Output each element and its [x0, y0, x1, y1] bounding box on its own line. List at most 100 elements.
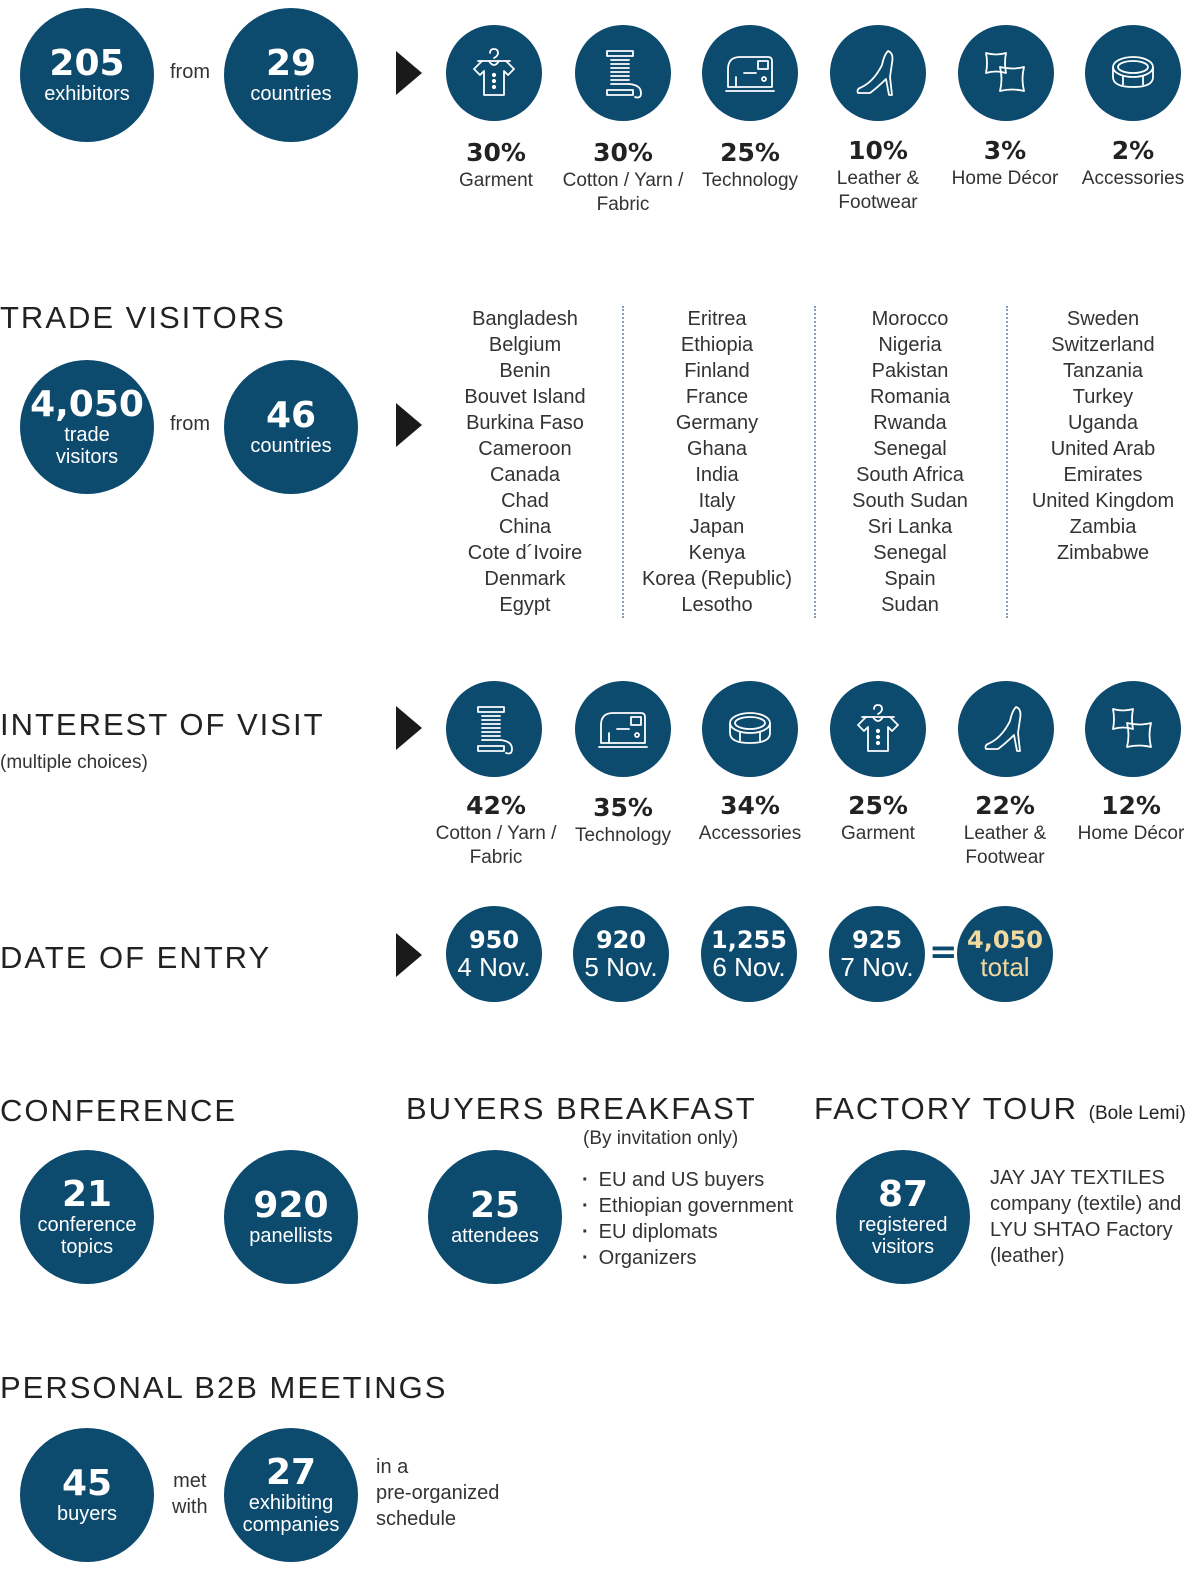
- trade-visitors-circle: 4,050 trade visitors: [20, 360, 154, 494]
- entry-total-label: total: [980, 951, 1030, 982]
- country-name: Cote d´Ivoire: [467, 542, 583, 564]
- country-name: Chad: [501, 490, 549, 512]
- country-name: Senegal: [873, 438, 947, 460]
- factory-tour-heading: FACTORY TOUR (Bole Lemi): [814, 1091, 1186, 1127]
- country-name: Uganda: [1067, 412, 1139, 434]
- factory-tour-description: JAY JAY TEXTILES company (textile) and L…: [990, 1165, 1181, 1269]
- interest-item: 34% Accessories: [685, 791, 815, 846]
- factory-visitors-circle: 87 registered visitors: [836, 1150, 970, 1284]
- b2b-buyers-count: 45: [61, 1463, 113, 1505]
- entry-date: 4 Nov.: [457, 951, 531, 982]
- country-name: Bouvet Island: [464, 386, 586, 408]
- country-name: Finland: [684, 360, 750, 382]
- arrow-right-icon: [396, 403, 422, 447]
- yarn-spool-icon: [446, 681, 542, 777]
- interest-percent: 42%: [466, 791, 526, 820]
- country-name: South Sudan: [852, 490, 968, 512]
- high-heel-icon: [830, 25, 926, 121]
- yarn-spool-icon: [575, 25, 671, 121]
- exhibitors-label: exhibitors: [44, 82, 130, 105]
- arrow-right-icon: [396, 51, 422, 95]
- connector-word: with: [172, 1496, 208, 1518]
- interest-percent: 22%: [975, 791, 1035, 820]
- entry-count: 925: [851, 925, 903, 954]
- country-column: Morocco Nigeria Pakistan Romania Rwanda …: [815, 306, 1005, 618]
- description-line: (leather): [990, 1245, 1065, 1267]
- country-name: Kenya: [688, 542, 746, 564]
- country-name: Zambia: [1069, 516, 1137, 538]
- trade-visitors-connector: from: [170, 413, 210, 435]
- interest-percent: 34%: [720, 791, 780, 820]
- country-column: Bangladesh Belgium Benin Bouvet Island B…: [430, 306, 620, 618]
- country-name: Pakistan: [871, 360, 949, 382]
- country-name: Zimbabwe: [1056, 542, 1150, 564]
- country-name: France: [685, 386, 749, 408]
- b2b-companies-label: companies: [242, 1513, 340, 1536]
- interest-item: 22% Leather & Footwear: [940, 791, 1070, 870]
- country-name: Benin: [499, 360, 551, 382]
- country-name: Sudan: [881, 594, 939, 616]
- country-name: Denmark: [484, 568, 566, 590]
- country-name: South Africa: [856, 464, 964, 486]
- visitor-countries-label: countries: [250, 434, 332, 457]
- interest-percent: 25%: [848, 791, 908, 820]
- panellists-label: panellists: [249, 1224, 333, 1247]
- entry-day-circle: 925 7 Nov.: [829, 906, 925, 1002]
- country-name: Senegal: [873, 542, 947, 564]
- bracelet-icon: [702, 681, 798, 777]
- buyers-breakfast-note: (By invitation only): [583, 1128, 739, 1149]
- trade-visitors-label: trade: [64, 423, 110, 446]
- country-name: Turkey: [1072, 386, 1134, 408]
- column-divider: [814, 306, 816, 618]
- country-name: Japan: [689, 516, 745, 538]
- b2b-connector: met with: [172, 1468, 208, 1520]
- entry-day-circle: 920 5 Nov.: [573, 906, 669, 1002]
- country-name: Ethiopia: [680, 334, 754, 356]
- country-name: Morocco: [871, 308, 949, 330]
- factory-visitors-count: 87: [877, 1174, 929, 1216]
- list-item: EU and US buyers: [582, 1167, 793, 1193]
- list-item: Ethiopian government: [582, 1193, 794, 1219]
- conference-topics-label: conference: [37, 1213, 137, 1236]
- panellists-circle: 920 panellists: [224, 1150, 358, 1284]
- interest-label: Technology: [574, 825, 672, 846]
- country-name: Egypt: [499, 594, 551, 616]
- cushion-icon: [958, 25, 1054, 121]
- sector-percent: 30%: [593, 138, 653, 167]
- cushion-icon: [1085, 681, 1181, 777]
- breakfast-bullet-list: EU and US buyers Ethiopian government EU…: [582, 1167, 794, 1271]
- factory-visitors-label: visitors: [871, 1235, 935, 1258]
- country-name: Sri Lanka: [867, 516, 953, 538]
- description-line: JAY JAY TEXTILES: [990, 1167, 1165, 1189]
- interest-item: 12% Home Décor: [1066, 791, 1196, 846]
- country-name: Spain: [884, 568, 936, 590]
- sector-percent: 30%: [466, 138, 526, 167]
- country-name: United Arab: [1050, 438, 1156, 460]
- interest-label: Accessories: [698, 823, 802, 844]
- country-name: Switzerland: [1051, 334, 1155, 356]
- exhibitor-sector: 25% Technology: [685, 138, 815, 193]
- garment-icon: [830, 681, 926, 777]
- entry-total-count: 4,050: [967, 925, 1043, 954]
- note-line: schedule: [376, 1508, 457, 1530]
- exhibitors-count-circle: 205 exhibitors: [20, 8, 154, 142]
- visitor-countries-count: 46: [265, 395, 317, 437]
- sewing-machine-icon: [702, 25, 798, 121]
- country-name: China: [498, 516, 552, 538]
- b2b-buyers-circle: 45 buyers: [20, 1428, 154, 1562]
- sector-label: Technology: [701, 170, 799, 191]
- country-column: Eritrea Ethiopia Finland France Germany …: [622, 306, 812, 618]
- interest-item: 35% Technology: [558, 793, 688, 848]
- b2b-companies-count: 27: [265, 1452, 317, 1494]
- entry-date: 5 Nov.: [584, 951, 658, 982]
- factory-tour-title: FACTORY TOUR: [814, 1091, 1079, 1126]
- country-name: Tanzania: [1062, 360, 1144, 382]
- country-name: Sweden: [1066, 308, 1140, 330]
- visitor-countries-circle: 46 countries: [224, 360, 358, 494]
- list-item: EU diplomats: [582, 1219, 793, 1245]
- interest-label: Garment: [841, 823, 915, 844]
- country-name: Cameroon: [478, 438, 572, 460]
- date-of-entry-heading: DATE OF ENTRY: [0, 940, 272, 975]
- interest-percent: 12%: [1101, 791, 1161, 820]
- exhibitor-sector: 2% Accessories: [1068, 136, 1198, 191]
